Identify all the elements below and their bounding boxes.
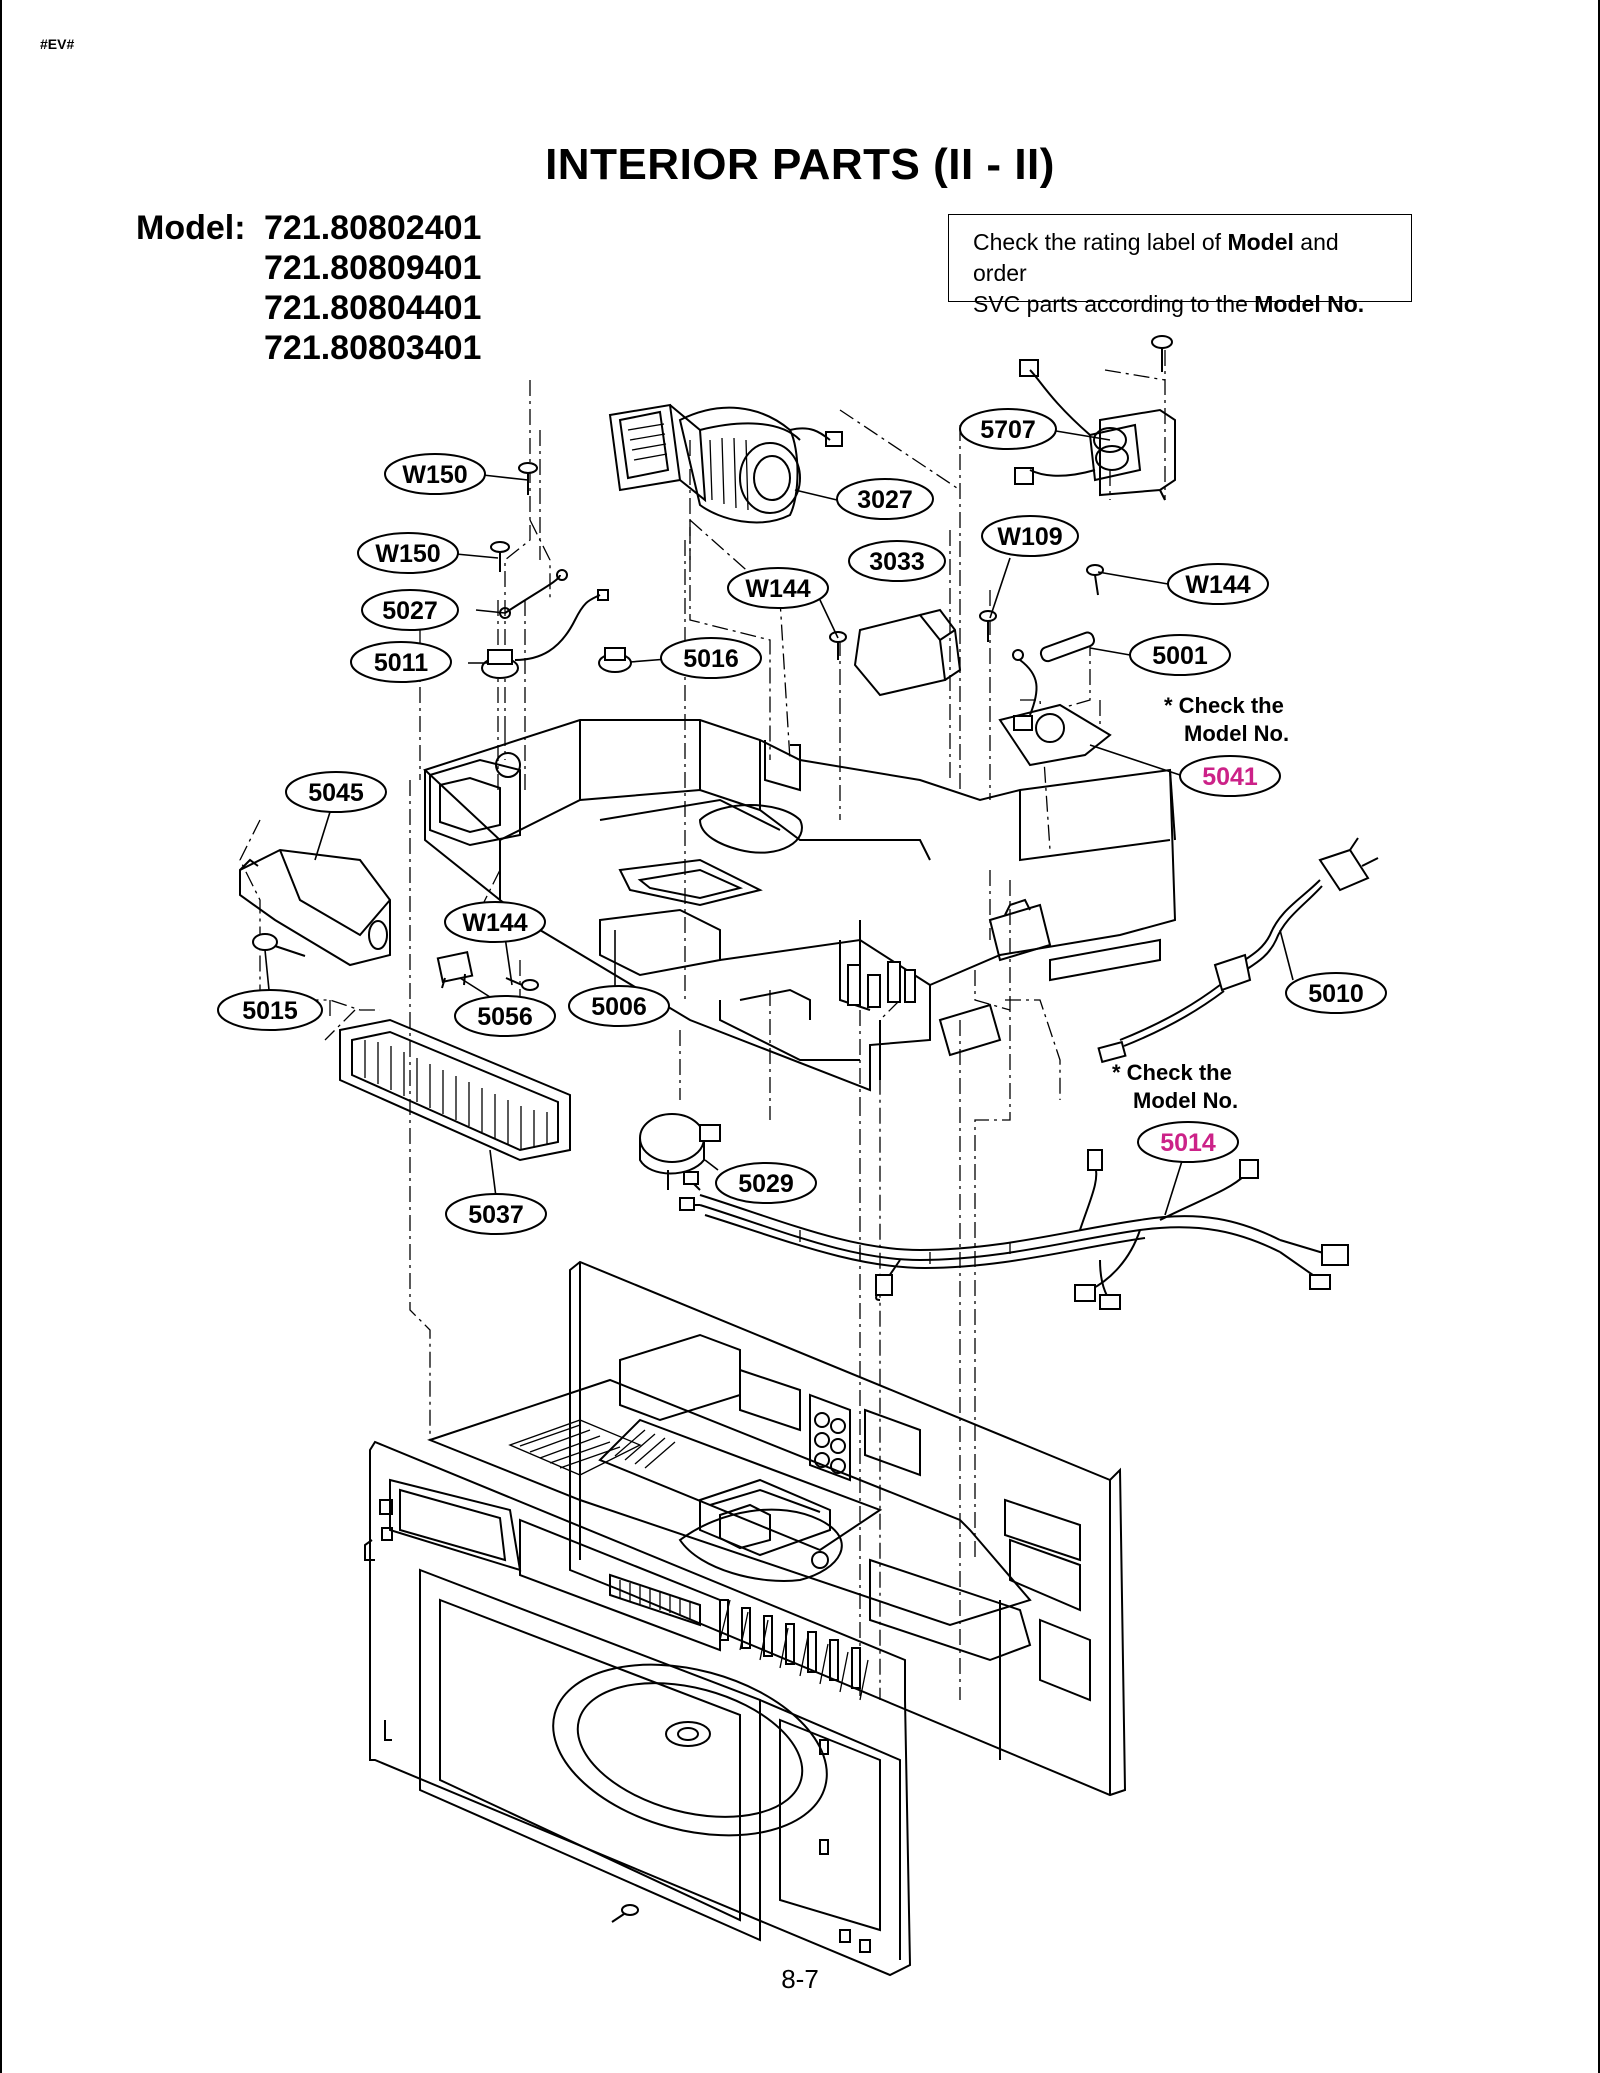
part-3027-blower-fan bbox=[608, 403, 843, 524]
callout-w150a: W150 bbox=[384, 453, 486, 495]
part-5027-sensor-wire bbox=[499, 569, 568, 619]
model-list: Model: 721.80802401 721.80809401 721.808… bbox=[136, 208, 481, 368]
callout-3033: 3033 bbox=[848, 540, 946, 582]
callout-w150b: W150 bbox=[357, 532, 459, 574]
callout-5001-label: 5001 bbox=[1152, 642, 1208, 670]
screw-icon bbox=[611, 1904, 639, 1923]
part-5010-power-cord bbox=[1097, 837, 1379, 1064]
part-5014-wire-harness bbox=[679, 1149, 1349, 1310]
callout-w144a-label: W144 bbox=[745, 575, 810, 603]
callout-5001: 5001 bbox=[1129, 634, 1231, 676]
model-number: 721.80804401 bbox=[264, 289, 482, 327]
note-5014-line2: Model No. bbox=[1133, 1088, 1238, 1113]
callout-5015-label: 5015 bbox=[242, 997, 298, 1025]
callout-5016-label: 5016 bbox=[683, 645, 739, 673]
callout-w109: W109 bbox=[981, 515, 1079, 557]
model-notice-box: Check the rating label of Model and orde… bbox=[948, 214, 1412, 317]
part-5041-noise-filter-board bbox=[998, 649, 1112, 767]
callout-5010-label: 5010 bbox=[1308, 980, 1364, 1008]
callout-w144b: W144 bbox=[1167, 563, 1269, 605]
callout-5041-label: 5041 bbox=[1202, 763, 1258, 791]
connector-strip bbox=[609, 1573, 701, 1627]
screw-icon bbox=[1151, 335, 1173, 372]
callout-3027: 3027 bbox=[836, 478, 934, 520]
callout-w144a: W144 bbox=[727, 567, 829, 609]
model-number: 721.80802401 bbox=[264, 209, 482, 247]
corner-tag: #EV# bbox=[40, 36, 75, 52]
part-5015-sensor bbox=[252, 933, 306, 957]
callout-5011-label: 5011 bbox=[374, 649, 428, 677]
cavity-frame bbox=[364, 1260, 1127, 1977]
callout-5010: 5010 bbox=[1285, 972, 1387, 1014]
part-3033-duct bbox=[853, 608, 962, 697]
callout-5045: 5045 bbox=[285, 771, 387, 813]
callout-5045-label: 5045 bbox=[308, 779, 364, 807]
screw-icon bbox=[490, 541, 510, 572]
notice-text: SVC parts according to the bbox=[973, 291, 1255, 317]
notice-text: Check the rating label of bbox=[973, 229, 1228, 255]
callout-5015: 5015 bbox=[217, 989, 323, 1031]
callout-5029: 5029 bbox=[715, 1162, 817, 1204]
callout-5707-label: 5707 bbox=[980, 416, 1036, 444]
callout-5006: 5006 bbox=[568, 985, 670, 1027]
callout-5056: 5056 bbox=[454, 995, 556, 1037]
note-5041-line1: * Check the bbox=[1164, 693, 1284, 718]
callout-5029-label: 5029 bbox=[738, 1170, 794, 1198]
callout-w109-label: W109 bbox=[997, 523, 1062, 551]
callout-5011: 5011 bbox=[350, 641, 452, 683]
callout-5707: 5707 bbox=[959, 408, 1057, 450]
part-5011-thermostat bbox=[481, 589, 609, 679]
part-5016-thermostat bbox=[598, 647, 632, 673]
callout-5006-label: 5006 bbox=[591, 993, 647, 1021]
part-5707-transformer bbox=[1014, 359, 1176, 501]
callout-5016: 5016 bbox=[660, 637, 762, 679]
callout-layer: 5707 3027 W150 W150 W109 3033 bbox=[217, 408, 1387, 1235]
part-5045-duct-cover bbox=[239, 848, 391, 967]
callout-5027-label: 5027 bbox=[382, 597, 438, 625]
screw-icon bbox=[1086, 564, 1104, 596]
part-5001-fuse bbox=[1039, 631, 1096, 663]
model-number: 721.80809401 bbox=[264, 249, 482, 287]
callout-3033-label: 3033 bbox=[869, 548, 925, 576]
page-number: 8-7 bbox=[781, 1964, 819, 1994]
screw-icon bbox=[505, 977, 539, 991]
callout-5014: 5014 bbox=[1137, 1121, 1239, 1163]
model-label: Model: bbox=[136, 209, 246, 247]
vent-grid bbox=[508, 1419, 642, 1476]
callout-w144c: W144 bbox=[444, 901, 546, 943]
callout-5014-label: 5014 bbox=[1160, 1129, 1216, 1157]
callout-5037: 5037 bbox=[445, 1193, 547, 1235]
page-title: INTERIOR PARTS (II - II) bbox=[545, 140, 1055, 189]
callout-3027-label: 3027 bbox=[857, 486, 913, 514]
leader-lines bbox=[264, 429, 1294, 1216]
part-5006-base-plate bbox=[423, 719, 1177, 1092]
model-number: 721.80803401 bbox=[264, 329, 482, 367]
screw-icon bbox=[979, 610, 997, 642]
callout-5037-label: 5037 bbox=[468, 1201, 524, 1229]
notice-bold: Model No. bbox=[1254, 291, 1365, 317]
part-5037-grille bbox=[339, 1018, 571, 1162]
callout-w150b-label: W150 bbox=[375, 540, 440, 568]
callout-5041: 5041 bbox=[1179, 755, 1281, 797]
notice-text: and order bbox=[973, 229, 1339, 286]
part-5056-switch bbox=[436, 950, 474, 989]
part-5029-turntable-motor bbox=[639, 1113, 721, 1190]
callout-5027: 5027 bbox=[361, 589, 459, 631]
callout-w150a-label: W150 bbox=[402, 461, 467, 489]
callout-w144b-label: W144 bbox=[1185, 571, 1250, 599]
note-5014-line1: * Check the bbox=[1112, 1060, 1232, 1085]
callout-5056-label: 5056 bbox=[477, 1003, 533, 1031]
notice-bold: Model bbox=[1227, 229, 1294, 255]
note-5041-line2: Model No. bbox=[1184, 721, 1289, 746]
screw-icon bbox=[518, 462, 538, 495]
callout-w144c-label: W144 bbox=[462, 909, 527, 937]
